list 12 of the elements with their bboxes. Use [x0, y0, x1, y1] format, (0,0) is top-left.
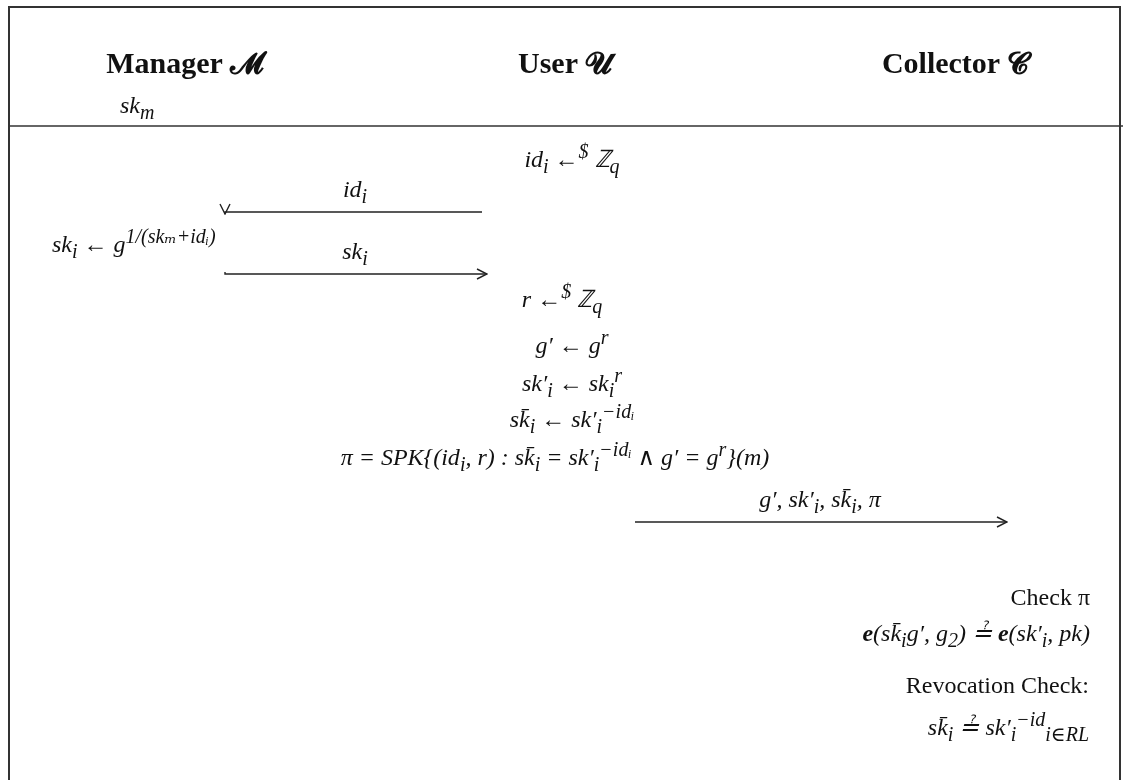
secret-key-label: sk$_{m}$ [120, 92, 155, 124]
message-arrow [224, 268, 488, 280]
formula: sk$_{i}$ ← g$^{1/(skₘ+idᵢ)}$ [52, 223, 216, 263]
pairing-equation: e(sk̄$_{i}$g′, g$_{2}$) ≟ e(sk′$_{i}$, pk) [862, 619, 1090, 652]
formula: id$_{i}$ ←$^{$}$ ℤ$_{q}$ [524, 140, 620, 178]
message-arrow [634, 516, 1008, 528]
check-heading: Revocation Check: [905, 672, 1089, 699]
formula: g′ ← g$^{r}$ [535, 326, 609, 359]
formula: r ←$^{$}$ ℤ$_{q}$ [521, 280, 603, 318]
message-arrow [219, 203, 483, 215]
check-heading: Check π [1010, 584, 1090, 612]
formula: π = SPK{(id$_{i}$, r) : sk̄$_{i}$ = sk′$_{i}$$^{−idᵢ}$ ∧ g′ = g$^{r}$}(m) [340, 438, 770, 476]
